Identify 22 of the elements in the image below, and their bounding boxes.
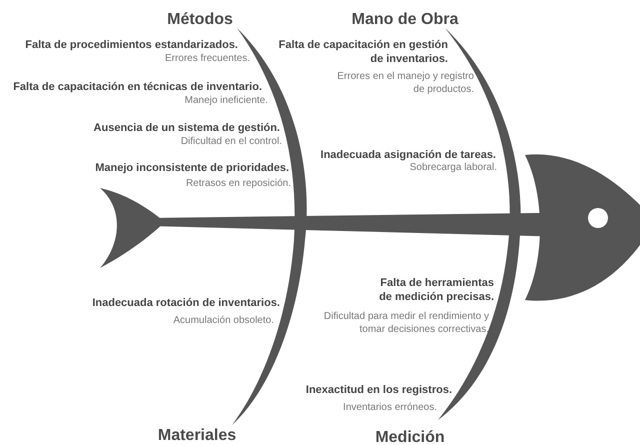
effect-text: Errores en el manejo y registro de productos. [336,70,474,96]
effect-text: Retrasos en reposición. [186,177,291,190]
cause-text: Manejo inconsistente de prioridades. [95,161,289,176]
effect-text: Dificultad para medir el rendimiento y tomar decisiones correctivas. [322,310,489,336]
effect-text: Sobrecarga laboral. [410,161,497,174]
cause-text: Falta de herramientas de medición precisas. [378,276,494,305]
effect-text: Errores frecuentes. [164,52,250,65]
category-heading: Materiales [156,426,238,445]
effect-text: Inventarios erróneos. [343,401,437,414]
cause-text: Falta de procedimientos estandarizados. [25,38,238,52]
effect-text: Manejo ineficiente. [184,94,268,107]
category-heading: Medición [374,428,446,445]
cause-text: Inexactitud en los registros. [306,383,452,398]
cause-text: Falta de capacitación en gestión de inventarios. [278,38,448,67]
cause-text: Falta de capacitación en técnicas de inventario. [13,80,262,94]
cause-text: Inadecuada rotación de inventarios. [92,296,280,310]
category-heading: Mano de Obra [350,10,460,30]
effect-text: Acumulación obsoleto. [173,314,274,327]
effect-text: Dificultad en el control. [180,135,282,148]
category-heading: Métodos [166,10,234,30]
cause-text: Inadecuada asignación de tareas. [320,148,496,162]
cause-text: Ausencia de un sistema de gestión. [94,121,280,136]
